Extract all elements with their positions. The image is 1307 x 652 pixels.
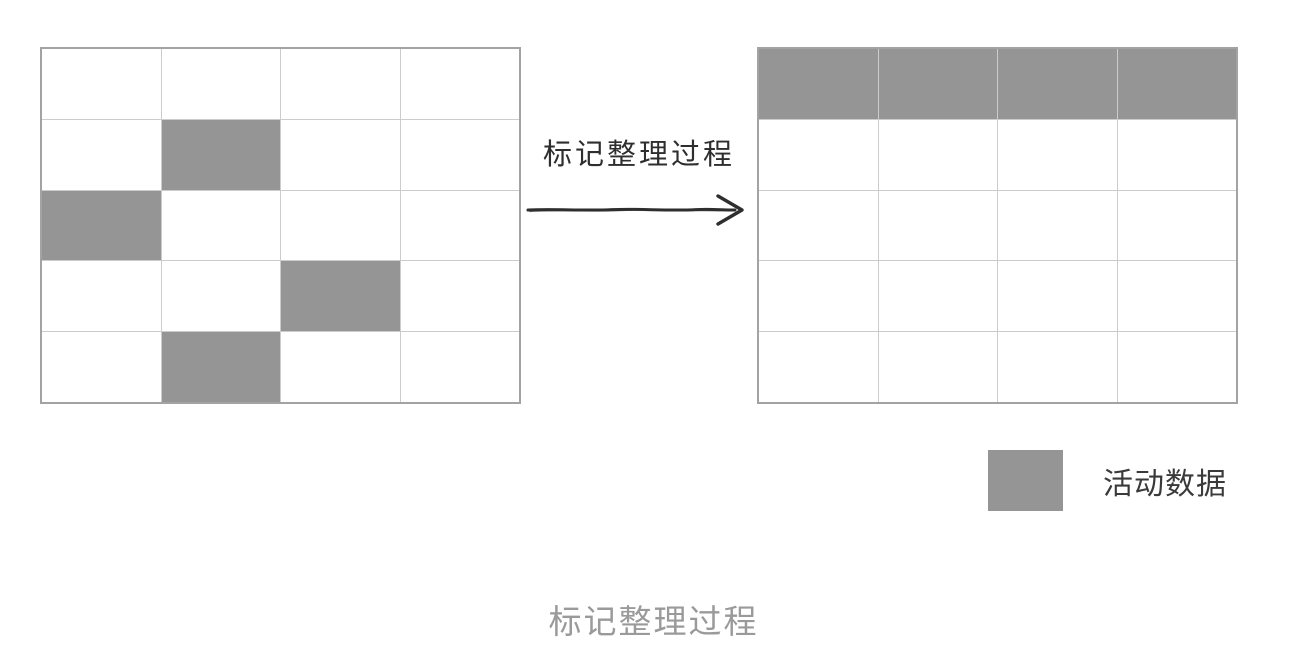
empty-cell [998,190,1117,261]
empty-cell [998,119,1117,190]
legend-label: 活动数据 [1103,467,1227,501]
empty-cell [878,190,997,261]
empty-cell [161,190,280,261]
empty-cell [1117,332,1236,402]
empty-cell [161,49,280,119]
active-data-cell [42,190,161,261]
empty-cell [998,261,1117,332]
empty-cell [759,190,878,261]
empty-cell [281,190,400,261]
source-data-grid [40,47,521,404]
arrow-label: 标记整理过程 [542,139,735,171]
empty-cell [281,49,400,119]
empty-cell [1117,261,1236,332]
empty-cell [42,49,161,119]
active-data-cell [878,49,997,119]
empty-cell [281,332,400,402]
empty-cell [759,261,878,332]
empty-cell [1117,190,1236,261]
active-data-cell [161,332,280,402]
empty-cell [400,261,519,332]
empty-cell [161,261,280,332]
active-data-swatch [988,450,1063,511]
empty-cell [400,332,519,402]
empty-cell [42,261,161,332]
empty-cell [878,332,997,402]
organized-data-grid [757,47,1238,404]
active-data-cell [1117,49,1236,119]
empty-cell [759,332,878,402]
empty-cell [42,332,161,402]
active-data-cell [161,119,280,190]
empty-cell [998,332,1117,402]
figure-caption: 标记整理过程 [548,603,759,640]
empty-cell [281,119,400,190]
active-data-cell [998,49,1117,119]
empty-cell [878,261,997,332]
active-data-cell [759,49,878,119]
empty-cell [400,119,519,190]
empty-cell [42,119,161,190]
empty-cell [878,119,997,190]
active-data-cell [281,261,400,332]
empty-cell [1117,119,1236,190]
empty-cell [400,49,519,119]
empty-cell [759,119,878,190]
right-arrow-icon [526,194,744,226]
legend: 活动数据 [988,450,1227,511]
empty-cell [400,190,519,261]
